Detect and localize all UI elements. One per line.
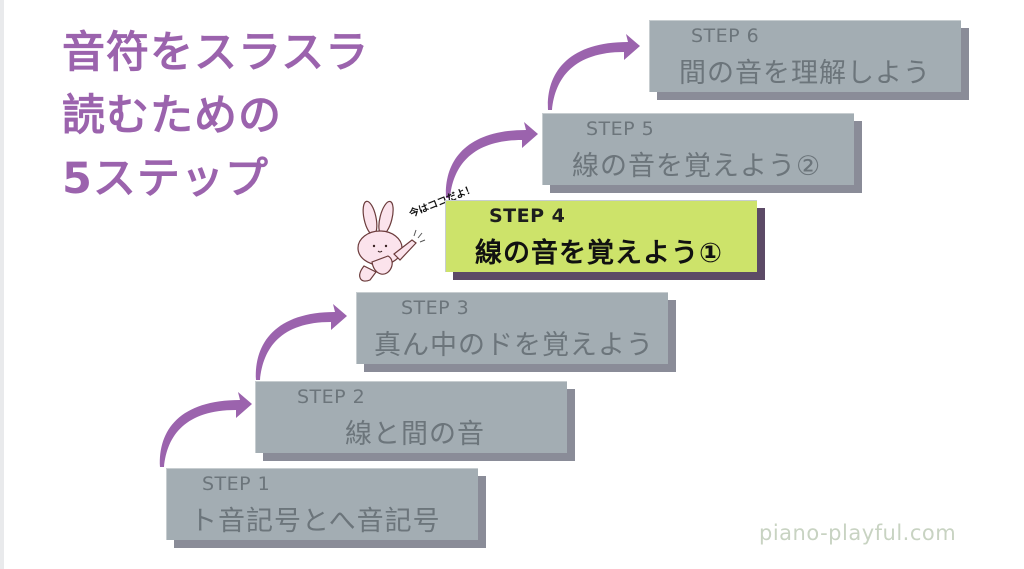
step-label: ト音記号とへ音記号	[190, 506, 441, 537]
step-box: STEP 4 線の音を覚えよう①	[445, 200, 757, 272]
step-label: 真ん中のドを覚えよう	[374, 330, 654, 361]
title-line-2: 読むための	[62, 91, 282, 141]
step-6: STEP 6 間の音を理解しよう	[649, 20, 969, 100]
step-3: STEP 3 真ん中のドを覚えよう	[356, 292, 676, 372]
step-label: 線と間の音	[345, 419, 485, 450]
title-line-3: 5ステップ	[62, 154, 269, 204]
step-4-current: STEP 4 線の音を覚えよう①	[445, 200, 765, 280]
arrow-icon-5-to-6	[547, 34, 640, 110]
arrow-icon-4-to-5	[445, 122, 538, 198]
step-number: STEP 5	[586, 118, 655, 140]
step-1: STEP 1 ト音記号とへ音記号	[166, 468, 486, 548]
step-number: STEP 1	[202, 473, 271, 495]
arrow-icon-2-to-3	[255, 304, 347, 380]
site-watermark: piano-playful.com	[759, 521, 957, 545]
rabbit-pointing-icon	[357, 200, 426, 282]
step-box: STEP 2 線と間の音	[255, 381, 567, 453]
step-5: STEP 5 線の音を覚えよう②	[542, 113, 862, 193]
step-number: STEP 2	[297, 386, 366, 408]
step-label: 間の音を理解しよう	[679, 58, 931, 89]
step-box: STEP 3 真ん中のドを覚えよう	[356, 292, 668, 364]
step-number: STEP 3	[401, 297, 470, 319]
left-edge-strip	[0, 0, 4, 569]
step-box: STEP 1 ト音記号とへ音記号	[166, 468, 478, 540]
step-box: STEP 6 間の音を理解しよう	[649, 20, 961, 92]
step-label: 線の音を覚えよう①	[475, 238, 723, 269]
page-title: 音符をスラスラ 読むための 5ステップ	[62, 22, 369, 211]
step-box: STEP 5 線の音を覚えよう②	[542, 113, 854, 185]
title-line-1: 音符をスラスラ	[62, 28, 370, 78]
step-number: STEP 6	[691, 25, 760, 47]
step-number: STEP 4	[489, 205, 566, 227]
step-label: 線の音を覚えよう②	[572, 151, 822, 182]
arrow-icon-1-to-2	[159, 392, 252, 467]
step-2: STEP 2 線と間の音	[255, 381, 575, 461]
